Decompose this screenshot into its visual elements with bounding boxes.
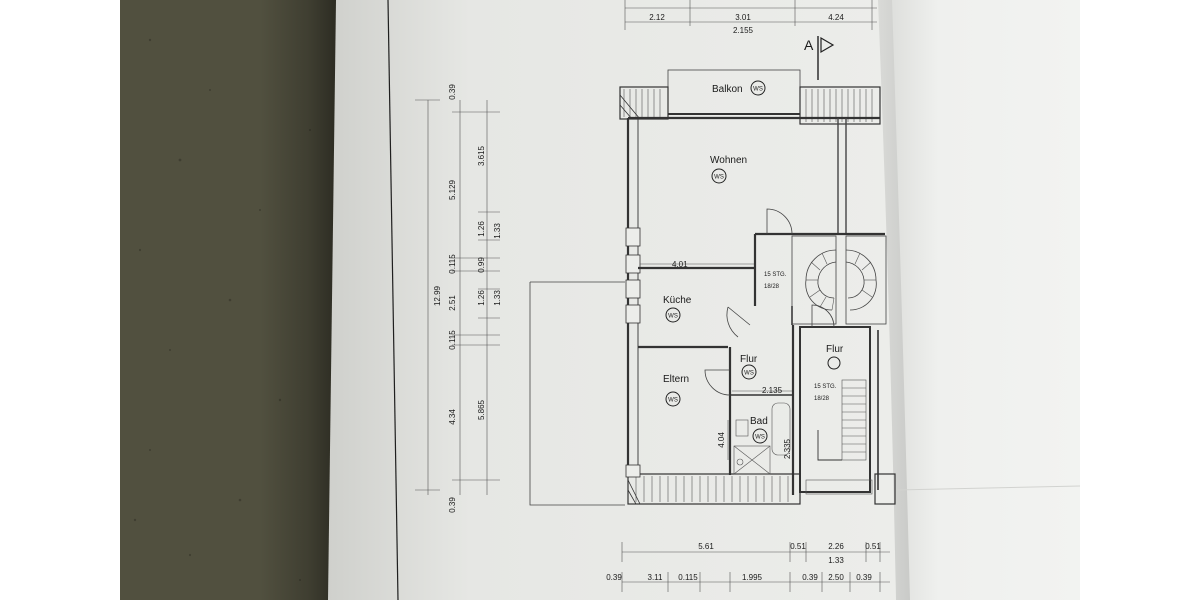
interior-dimensions: 4.01 2.135 4.04 2.335 [640,260,792,460]
room-label-eltern: Eltern [663,374,689,385]
stair-info-2a: 15 STG. [814,384,837,390]
room-label-bad: Bad [750,416,768,427]
ws-label-wohnen: WS [714,175,724,181]
doors [704,208,835,396]
stair-info-2b: 18/28 [814,396,830,402]
dim-bottom-2: 0.51 [790,542,806,551]
building-walls [619,69,896,505]
dim-top-1: 2.12 [649,13,665,22]
section-marker: A [804,36,835,80]
dim-interior-3: 4.04 [717,432,726,448]
section-mark-label: A [804,37,814,53]
dim-interior-4: 2.335 [783,438,792,459]
dim-bottom-r2-3: 0.115 [678,573,698,582]
dim-left-inner-1: 3.615 [477,145,486,166]
dim-bottom-r2-6: 2.50 [828,573,844,582]
dim-interior-1: 4.01 [672,260,688,269]
terrace-outline [529,281,625,506]
dim-bottom-3: 2.26 [828,542,844,551]
dim-bottom-r2-4: 1.995 [742,573,763,582]
dimension-bottom: 5.61 0.51 2.26 0.51 1.33 0.39 3.11 0.115… [606,542,890,592]
room-label-wohnen: Wohnen [710,155,747,166]
dim-left-mid-6: 4.34 [448,409,457,425]
dim-left-inner-7: 5.865 [477,399,486,420]
dimension-top: 2.12 3.01 4.24 2.155 [624,0,877,35]
dim-top-2: 3.01 [735,13,751,22]
dim-left-inner-5: 1.26 [477,290,486,306]
dim-interior-2: 2.135 [762,386,783,395]
paper-sheet-right [878,0,1080,600]
dimension-left: 12.99 0.39 5.129 0.115 2.51 0.115 4.34 0… [415,84,502,513]
dim-left-inner-6: 1.33 [493,290,502,306]
ws-label-balkon: WS [753,87,763,93]
paper-border-line [387,0,399,601]
ws-marker-balkon [750,80,766,96]
dim-left-mid-1: 0.39 [448,84,457,100]
dim-bottom-r2-7: 0.39 [856,573,872,582]
stair-info-1a: 15 STG. [764,272,787,278]
dim-bottom-1: 5.61 [698,542,714,551]
letterbox-left [0,0,120,600]
letterbox-right [1080,0,1200,600]
dim-top-3: 4.24 [828,13,844,22]
dim-left-mid-5: 0.115 [448,330,457,350]
dim-left-mid-2: 5.129 [448,179,457,200]
ws-marker-bad [752,428,768,444]
straight-stair [805,379,873,495]
room-label-flur-core: Flur [826,344,844,355]
stair-info-1b: 18/28 [764,284,780,290]
ws-label-bad: WS [755,435,765,441]
dim-bottom-r2-1: 0.39 [606,573,622,582]
dim-top-4: 2.155 [733,26,754,35]
dim-bottom-r2-5: 0.39 [802,573,818,582]
ws-marker-flur [741,364,757,380]
dim-bottom-4: 0.51 [865,542,881,551]
room-labels: Balkon WS Wohnen WS Küche WS Eltern WS F… [663,80,844,444]
dim-left-mid-4: 2.51 [448,295,457,311]
ws-marker-wohnen [711,168,727,184]
dim-bottom-r2-2: 3.11 [648,573,664,582]
ws-marker-eltern [665,391,681,407]
dim-left-mid-7: 0.39 [448,497,457,513]
dim-bottom-5: 1.33 [828,556,844,565]
paper-sheet-left [328,0,896,600]
ws-marker-kueche [665,307,681,323]
spiral-stairs [791,235,887,325]
ws-label-flur: WS [744,371,754,377]
paper-crease [895,485,1081,491]
dim-left-inner-2: 1.26 [477,221,486,237]
ws-label-kueche: WS [668,314,678,320]
ws-marker-flur-core [827,356,841,370]
dim-left-outer: 12.99 [433,285,442,306]
dim-left-inner-4: 0.99 [477,257,486,273]
room-label-flur: Flur [740,354,758,365]
dim-left-mid-3: 0.115 [448,254,457,274]
room-label-balkon: Balkon [712,84,743,95]
dim-left-inner-3: 1.33 [493,223,502,239]
ws-label-eltern: WS [668,398,678,404]
paper-fold-shadow [878,0,910,600]
bathroom-fixtures [733,402,791,475]
room-label-kueche: Küche [663,295,692,306]
